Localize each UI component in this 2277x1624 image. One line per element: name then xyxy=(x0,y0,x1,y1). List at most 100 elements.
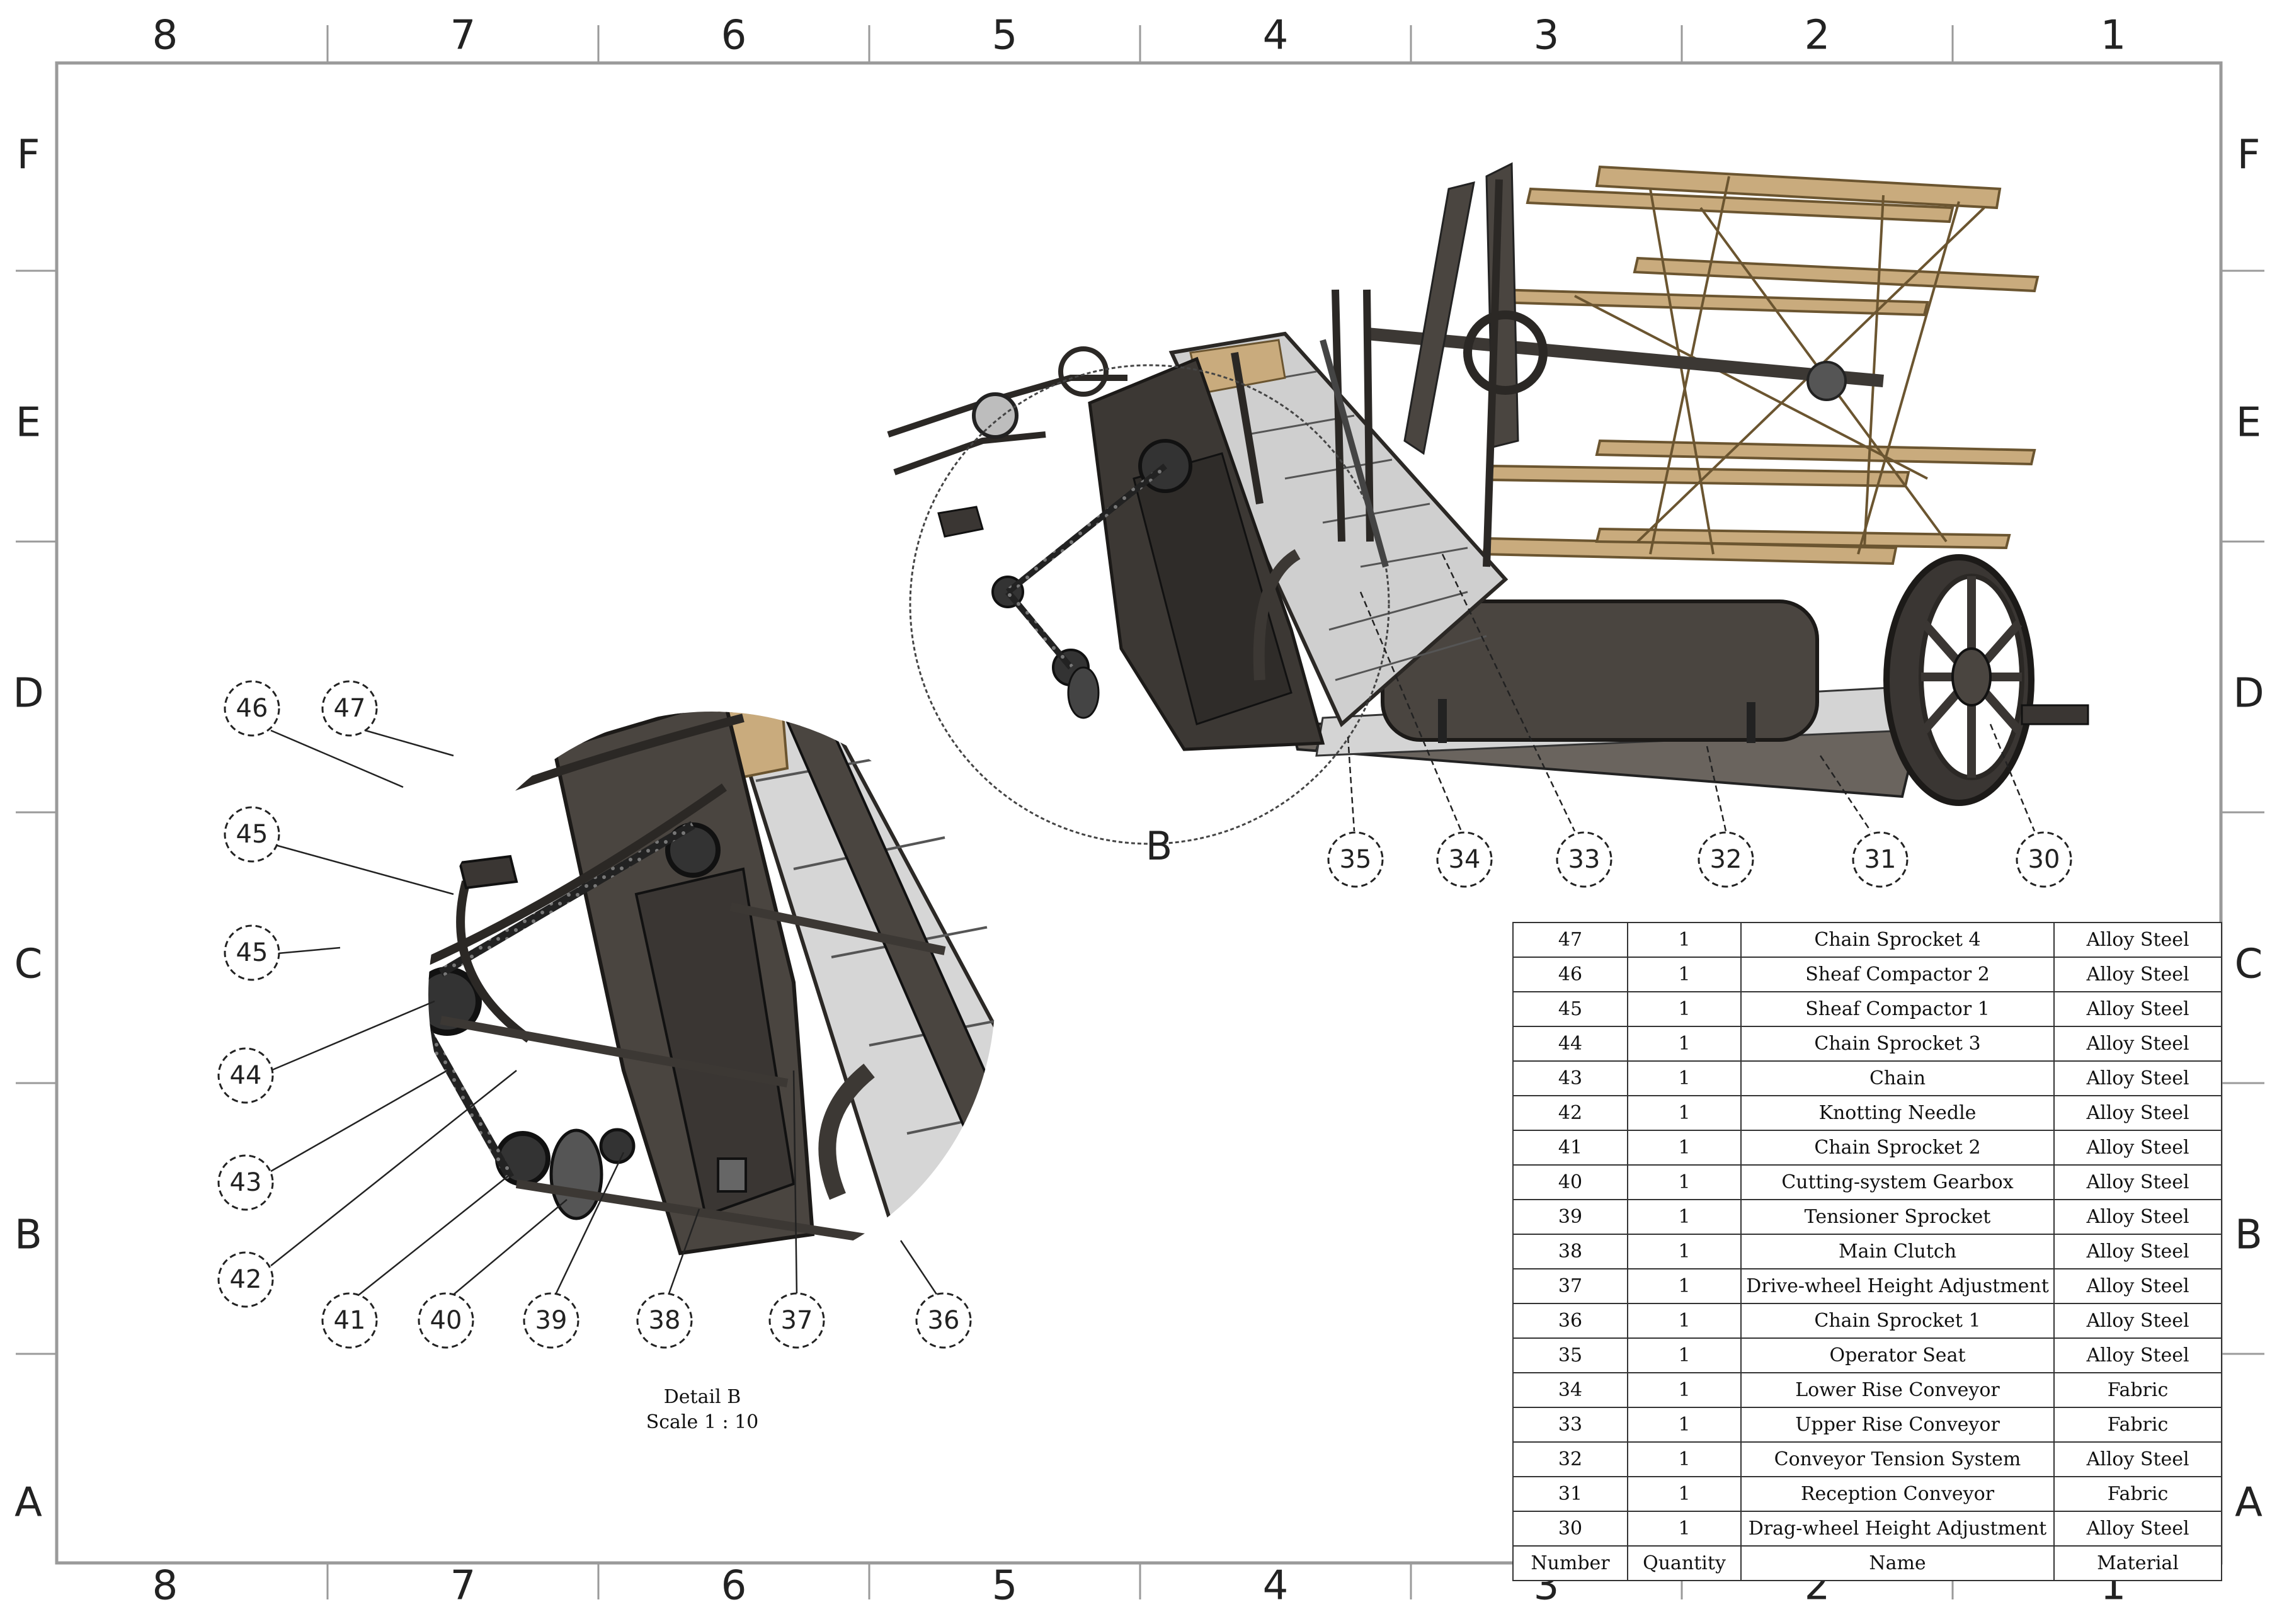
bom-cell-name: Sheaf Compactor 2 xyxy=(1740,957,2055,992)
bom-cell-material: Alloy Steel xyxy=(2053,1303,2222,1339)
zone-row-label: C xyxy=(14,941,43,988)
balloon-label: 32 xyxy=(1710,845,1742,874)
bom-cell-quantity: 1 xyxy=(1627,1060,1742,1096)
bom-cell-name: Knotting Needle xyxy=(1740,1095,2055,1131)
balloon-label: 45 xyxy=(236,820,268,849)
bom-cell-material: Alloy Steel xyxy=(2053,1234,2222,1269)
bom-cell-number: 40 xyxy=(1512,1164,1628,1200)
balloon-43[interactable]: 43 xyxy=(217,1154,274,1211)
zone-col-label: 3 xyxy=(1534,13,1560,59)
balloon-label: 31 xyxy=(1864,845,1897,874)
bom-cell-material: Fabric xyxy=(2053,1407,2222,1443)
zone-row-label: A xyxy=(14,1480,42,1526)
bom-cell-material: Fabric xyxy=(2053,1372,2222,1408)
zone-col-label: 5 xyxy=(992,1563,1018,1610)
balloon-label: 30 xyxy=(2028,845,2060,874)
bom-cell-name: Drag-wheel Height Adjustment xyxy=(1740,1511,2055,1547)
balloon-41[interactable]: 41 xyxy=(321,1292,378,1349)
detail-balloons: 46 47 45 45 44 43 42 41 40 39 38 37 36 xyxy=(217,680,972,1349)
bom-cell-material: Alloy Steel xyxy=(2053,1060,2222,1096)
main-leaders xyxy=(1347,554,2036,832)
bom-cell-number: 30 xyxy=(1512,1511,1628,1547)
drag-wheel xyxy=(1883,554,2089,806)
bom-cell-material: Alloy Steel xyxy=(2053,1268,2222,1304)
bom-cell-material: Alloy Steel xyxy=(2053,1337,2222,1373)
balloon-33[interactable]: 33 xyxy=(1556,831,1612,888)
bom-cell-quantity: 1 xyxy=(1627,957,1742,992)
reel-hub xyxy=(1806,361,1847,401)
bom-cell-material: Alloy Steel xyxy=(2053,922,2222,958)
balloon-label: 46 xyxy=(236,694,268,723)
bom-cell-quantity: 1 xyxy=(1627,1441,1742,1477)
zone-row-label: D xyxy=(13,671,43,717)
balloon-40[interactable]: 40 xyxy=(418,1292,474,1349)
bom-cell-material: Alloy Steel xyxy=(2053,1511,2222,1547)
bom-cell-name: Sheaf Compactor 1 xyxy=(1740,991,2055,1027)
balloon-35[interactable]: 35 xyxy=(1327,831,1384,888)
detail-b-marker: B xyxy=(1146,823,1173,869)
bom-cell-quantity: 1 xyxy=(1627,1268,1742,1304)
balloon-label: 41 xyxy=(334,1306,366,1335)
bom-cell-name: Chain Sprocket 4 xyxy=(1740,922,2055,958)
balloon-label: 42 xyxy=(230,1265,262,1294)
zone-col-label: 5 xyxy=(992,13,1018,59)
balloon-label: 36 xyxy=(928,1306,960,1335)
balloon-34[interactable]: 34 xyxy=(1436,831,1493,888)
balloon-37[interactable]: 37 xyxy=(768,1292,825,1349)
bom-cell-quantity: 1 xyxy=(1627,991,1742,1027)
bom-cell-material: Alloy Steel xyxy=(2053,1026,2222,1062)
balloon-36[interactable]: 36 xyxy=(915,1292,972,1349)
bom-cell-quantity: 1 xyxy=(1627,1164,1742,1200)
bom-cell-number: 47 xyxy=(1512,922,1628,958)
bom-cell-number: 34 xyxy=(1512,1372,1628,1408)
zone-col-label: 7 xyxy=(450,13,476,59)
balloon-47[interactable]: 47 xyxy=(321,680,378,737)
zone-labels-right: F E D C B A xyxy=(2233,132,2264,1526)
balloon-46[interactable]: 46 xyxy=(224,680,280,737)
bom-cell-quantity: 1 xyxy=(1627,1026,1742,1062)
bom-cell-material: Alloy Steel xyxy=(2053,1199,2222,1235)
zone-col-label: 8 xyxy=(152,13,178,59)
balloon-32[interactable]: 32 xyxy=(1698,831,1754,888)
balloon-42[interactable]: 42 xyxy=(217,1251,274,1308)
bom-cell-number: 35 xyxy=(1512,1337,1628,1373)
balloon-45[interactable]: 45 xyxy=(224,806,280,863)
bom-header-row: Number Quantity Name Material xyxy=(1512,1545,2222,1581)
balloon-39[interactable]: 39 xyxy=(523,1292,579,1349)
balloon-44[interactable]: 44 xyxy=(217,1047,274,1104)
reel-axle xyxy=(1366,327,1884,387)
bom-cell-name: Chain Sprocket 3 xyxy=(1740,1026,2055,1062)
detail-leaders xyxy=(270,729,940,1298)
bom-cell-number: 32 xyxy=(1512,1441,1628,1477)
balloon-31[interactable]: 31 xyxy=(1852,831,1909,888)
bom-cell-quantity: 1 xyxy=(1627,1476,1742,1512)
bom-cell-number: 43 xyxy=(1512,1060,1628,1096)
bom-cell-name: Main Clutch xyxy=(1740,1234,2055,1269)
detail-b-view: 46 47 45 45 44 43 42 41 40 39 38 37 36 D… xyxy=(217,680,995,1433)
zone-col-label: 4 xyxy=(1263,1563,1289,1610)
balloon-45[interactable]: 45 xyxy=(224,924,280,981)
bom-cell-quantity: 1 xyxy=(1627,1095,1742,1131)
operator-seat xyxy=(937,506,984,538)
bom-cell-name: Conveyor Tension System xyxy=(1740,1441,2055,1477)
zone-row-label: F xyxy=(17,132,40,179)
zone-row-label: D xyxy=(2233,671,2264,717)
balloon-30[interactable]: 30 xyxy=(2016,831,2072,888)
balloon-label: 38 xyxy=(649,1306,681,1335)
balloon-38[interactable]: 38 xyxy=(636,1292,693,1349)
bom-cell-quantity: 1 xyxy=(1627,1130,1742,1166)
bom-cell-quantity: 1 xyxy=(1627,1511,1742,1547)
bom-cell-number: 37 xyxy=(1512,1268,1628,1304)
